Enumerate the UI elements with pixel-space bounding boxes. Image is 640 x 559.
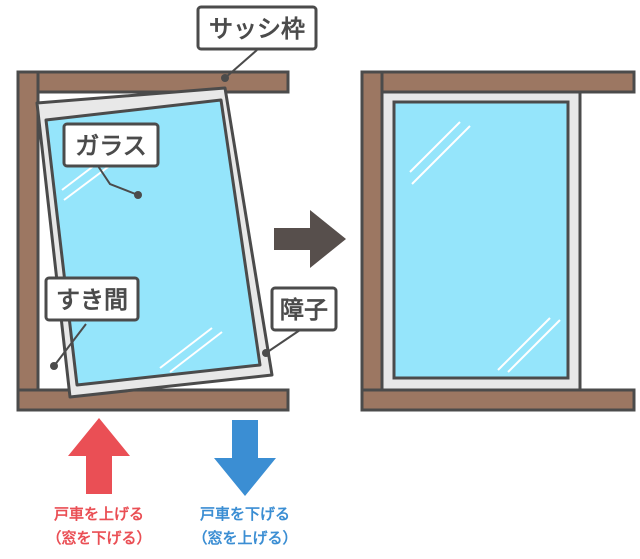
glass-highlight-line bbox=[159, 327, 213, 369]
callout-dots bbox=[50, 74, 270, 370]
leader-gap bbox=[53, 323, 87, 367]
label-shoji: 障子 bbox=[280, 296, 328, 324]
arrow-up-icon bbox=[68, 418, 130, 494]
right-frame-top-rail bbox=[360, 70, 636, 94]
leader-glass bbox=[97, 165, 139, 196]
glass-highlight-line bbox=[409, 121, 461, 173]
caption-raise: 戸車を上げる （窓を下げる） bbox=[46, 505, 151, 547]
arrow-right-icon bbox=[274, 210, 346, 268]
callout-shoji: 障子 bbox=[270, 286, 338, 332]
dot-shoji bbox=[262, 349, 270, 357]
leader-shoji bbox=[265, 329, 301, 354]
glass-highlight-line bbox=[497, 317, 551, 371]
glass-highlight-line bbox=[411, 125, 471, 185]
caption-lower-line2: （窓を上げる） bbox=[192, 529, 297, 547]
glass-highlight-line bbox=[169, 331, 223, 373]
right-frame-bottom-rail bbox=[360, 388, 636, 412]
left-frame-side-post bbox=[16, 70, 40, 412]
label-sash-frame: サッシ枠 bbox=[209, 15, 305, 43]
callout-gap: すき間 bbox=[44, 276, 140, 322]
callout-sash-frame: サッシ枠 bbox=[196, 5, 318, 51]
left-frame-top-rail bbox=[16, 70, 290, 94]
caption-raise-line1: 戸車を上げる bbox=[54, 505, 144, 523]
callout-leaders bbox=[53, 49, 301, 367]
label-glass: ガラス bbox=[75, 132, 147, 160]
straight-glass-pane bbox=[392, 100, 570, 380]
dot-glass bbox=[134, 191, 142, 199]
caption-lower-line1: 戸車を下げる bbox=[200, 505, 290, 523]
caption-raise-line2: （窓を下げる） bbox=[46, 529, 151, 547]
arrow-down-icon bbox=[214, 420, 276, 496]
right-frame-side-post bbox=[360, 70, 384, 412]
leader-sash-frame bbox=[224, 49, 258, 79]
label-gap: すき間 bbox=[56, 286, 128, 314]
dot-gap bbox=[50, 362, 58, 370]
left-frame-bottom-rail bbox=[16, 388, 290, 412]
right-window-assembly bbox=[360, 70, 636, 412]
glass-highlight-line bbox=[507, 319, 561, 373]
callout-glass: ガラス bbox=[62, 122, 160, 168]
dot-sash-frame bbox=[221, 74, 229, 82]
caption-lower: 戸車を下げる （窓を上げる） bbox=[192, 505, 297, 547]
